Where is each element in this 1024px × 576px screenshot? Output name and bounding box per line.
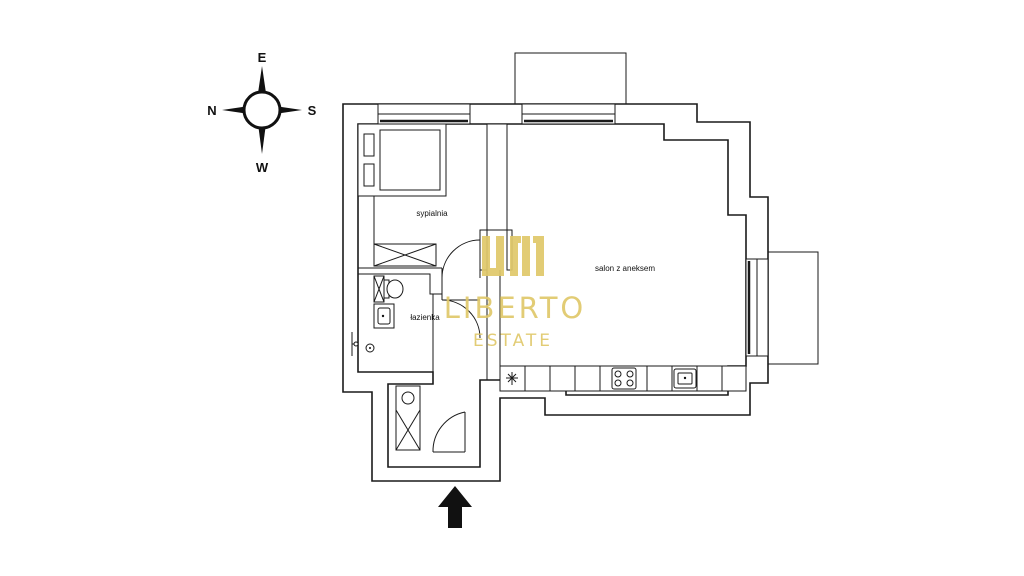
bathroom-hall-wall [432,294,443,372]
entrance-arrow-icon [438,486,472,528]
kitchen-sink-icon [673,368,697,389]
room-label-living: salon z aneksem [595,264,655,273]
entrance-door [432,411,466,453]
sink [373,303,395,329]
kitchen-counter [499,365,747,392]
compass-east-label: E [258,50,267,65]
fridge-icon [506,372,518,385]
balcony-right [767,251,819,365]
compass-west-label: W [256,160,269,175]
window-living [521,103,616,125]
compass-north-label: N [207,103,216,118]
liberto-estate-logo: LIBERTO ESTATE [444,236,587,351]
bathroom-door [441,299,481,339]
toilet [383,279,404,299]
balcony-top [514,52,627,105]
bedroom-door [441,239,481,279]
outer-wall [342,103,769,482]
shower [351,332,375,356]
cooktop-icon [611,367,637,390]
compass-rose-icon: E W N S [207,50,316,175]
bed [357,123,447,197]
bathroom-cabinet [373,275,385,303]
hall-wardrobe [395,385,421,451]
bedroom-bathroom-wall [358,267,443,295]
logo-mark [482,236,544,276]
logo-word: LIBERTO [444,291,587,325]
room-label-bedroom: sypialnia [416,209,448,218]
logo-sub: ESTATE [473,331,553,351]
compass-south-label: S [308,103,317,118]
window-bedroom [377,103,471,125]
window-balcony [745,258,769,357]
inner-wall [357,123,747,468]
wardrobe [373,243,437,267]
room-label-bathroom: łazienka [410,313,440,322]
